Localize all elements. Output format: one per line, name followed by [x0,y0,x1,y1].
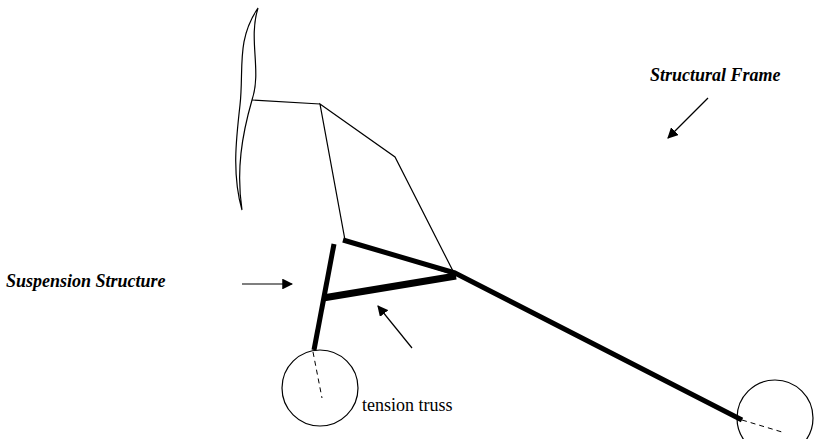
tension-truss [323,276,456,298]
part-label: Suspension Structure [6,272,166,292]
seat-back [236,8,258,210]
leader-arrow [378,306,412,348]
part-label: tension truss [362,396,453,416]
seat-support [252,100,320,104]
rear-wheel [737,380,813,439]
leader-arrow [668,98,708,138]
rear-axle [742,420,782,432]
front-axle [313,352,322,398]
structural-frame [343,240,742,420]
part-label: Structural Frame [650,66,781,86]
seat [320,104,455,275]
leader-arrow [242,283,292,284]
front-wheel [282,350,358,426]
